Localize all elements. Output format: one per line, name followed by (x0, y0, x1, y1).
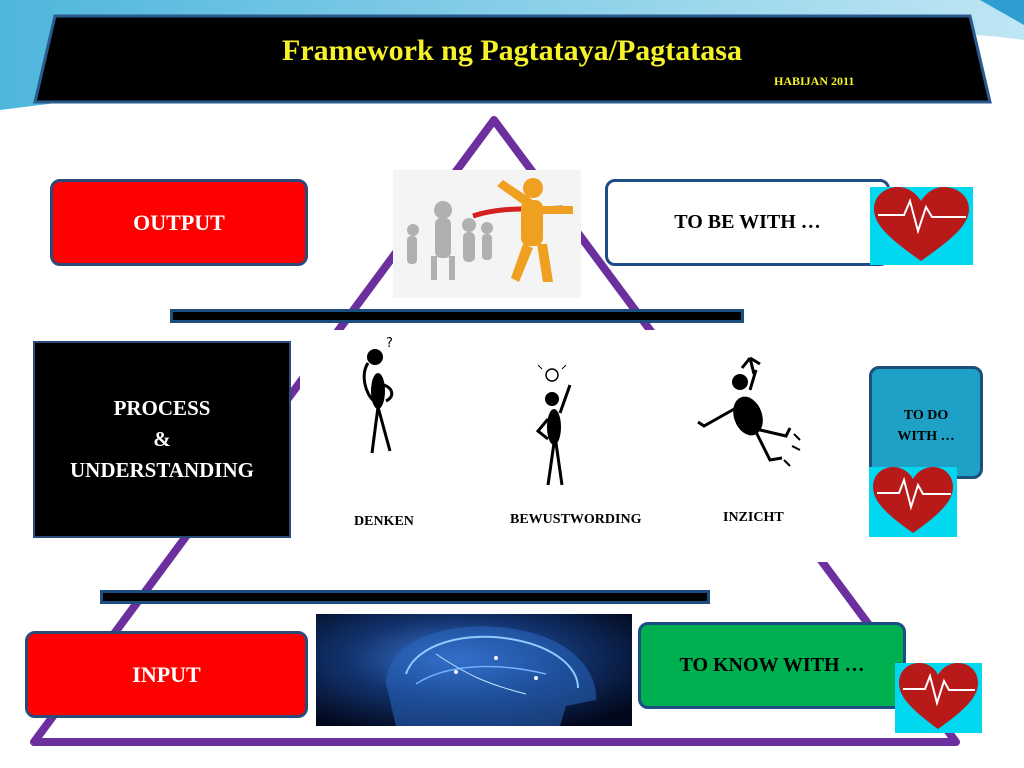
page-title: Framework ng Pagtataya/Pagtatasa (282, 34, 742, 67)
heart-ecg-icon (870, 187, 973, 265)
to-do-line2: WITH … (897, 429, 955, 444)
heart-ecg-icon (869, 467, 957, 537)
figure-label-denken: DENKEN (354, 514, 414, 529)
to-do-with-label: TO DO WITH … (869, 366, 983, 479)
figure-label-bewustwording: BEWUSTWORDING (510, 512, 642, 527)
figure-label-inzicht: INZICHT (723, 510, 784, 525)
jumping-figure-icon (697, 356, 801, 467)
to-do-line1: TO DO (903, 408, 949, 423)
process-label-line1: PROCESS (113, 396, 211, 420)
process-label-line2: & (153, 427, 171, 451)
page-subtitle: HABIJAN 2011 (774, 74, 855, 88)
thinking-figure-icon: ? (362, 336, 394, 454)
process-label-line3: UNDERSTANDING (70, 458, 254, 482)
runners-finish-line-icon (393, 170, 581, 298)
output-label: OUTPUT (50, 179, 308, 266)
input-label: INPUT (25, 631, 308, 718)
svg-text:?: ? (386, 336, 393, 351)
heart-ecg-icon (895, 663, 982, 733)
lightbulb-figure-icon (535, 365, 572, 486)
separator-bar-top (170, 309, 744, 323)
separator-bar-bottom (100, 590, 710, 604)
to-be-with-label: TO BE WITH … (605, 179, 890, 266)
to-know-with-label: TO KNOW WITH … (638, 622, 906, 709)
process-understanding-label: PROCESS & UNDERSTANDING (33, 341, 291, 538)
title-banner (33, 14, 992, 104)
brain-head-icon (316, 614, 632, 726)
